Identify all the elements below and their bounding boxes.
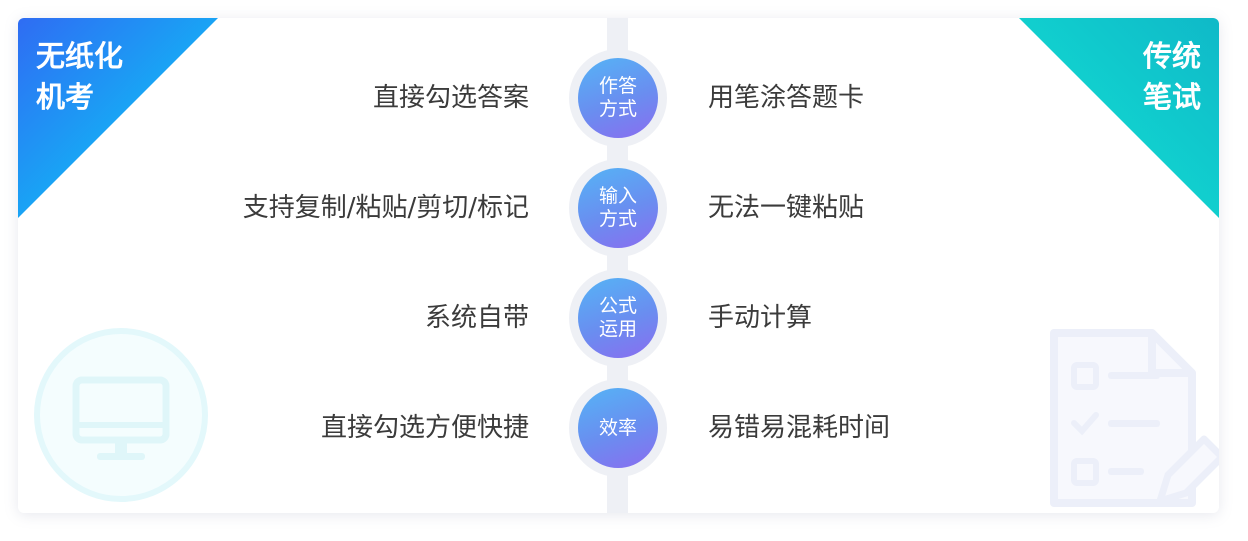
paperless-answer-method: 直接勾选答案 — [372, 83, 529, 113]
compare-row-formula-use: 系统自带 公式 运用 手动计算 — [18, 269, 1219, 367]
badge-line1: 输入 — [598, 185, 637, 207]
paperless-input-method: 支持复制/粘贴/剪切/标记 — [242, 193, 529, 223]
paperless-efficiency: 直接勾选方便快捷 — [320, 413, 529, 443]
compare-row-input-method: 支持复制/粘贴/剪切/标记 输入 方式 无法一键粘贴 — [18, 159, 1219, 257]
category-badge-ring: 效率 — [569, 379, 667, 477]
traditional-title-line1: 传统 — [1142, 39, 1201, 73]
category-badge-ring: 输入 方式 — [569, 159, 667, 257]
paperless-formula-use: 系统自带 — [424, 303, 529, 333]
badge-line2: 方式 — [598, 208, 637, 230]
monitor-icon — [34, 328, 208, 502]
category-badge-answer-method: 作答 方式 — [578, 58, 658, 138]
category-badge-formula-use: 公式 运用 — [578, 278, 658, 358]
traditional-title-line2: 笔试 — [1142, 80, 1201, 114]
traditional-formula-use: 手动计算 — [708, 303, 813, 333]
paperless-title-line1: 无纸化 — [36, 39, 124, 73]
category-badge-input-method: 输入 方式 — [578, 168, 658, 248]
comparison-card: 无纸化 机考 传统 笔试 — [18, 18, 1219, 513]
badge-line1: 效率 — [598, 416, 637, 439]
traditional-efficiency: 易错易混耗时间 — [708, 413, 891, 443]
badge-line2: 方式 — [598, 98, 637, 120]
compare-row-efficiency: 直接勾选方便快捷 效率 易错易混耗时间 — [18, 379, 1219, 477]
category-badge-ring: 公式 运用 — [569, 269, 667, 367]
exam-sheet-pencil-icon — [1050, 329, 1219, 507]
traditional-answer-method: 用笔涂答题卡 — [708, 83, 865, 113]
compare-row-answer-method: 直接勾选答案 作答 方式 用笔涂答题卡 — [18, 49, 1219, 147]
traditional-exam-title: 传统 笔试 — [1091, 36, 1201, 118]
category-badge-ring: 作答 方式 — [569, 49, 667, 147]
badge-line1: 作答 — [598, 75, 637, 97]
paperless-exam-title: 无纸化 机考 — [36, 36, 146, 118]
traditional-input-method: 无法一键粘贴 — [708, 193, 865, 223]
category-badge-efficiency: 效率 — [578, 388, 658, 468]
badge-line2: 运用 — [598, 318, 637, 340]
badge-line1: 公式 — [598, 295, 637, 317]
paperless-title-line2: 机考 — [36, 80, 95, 114]
